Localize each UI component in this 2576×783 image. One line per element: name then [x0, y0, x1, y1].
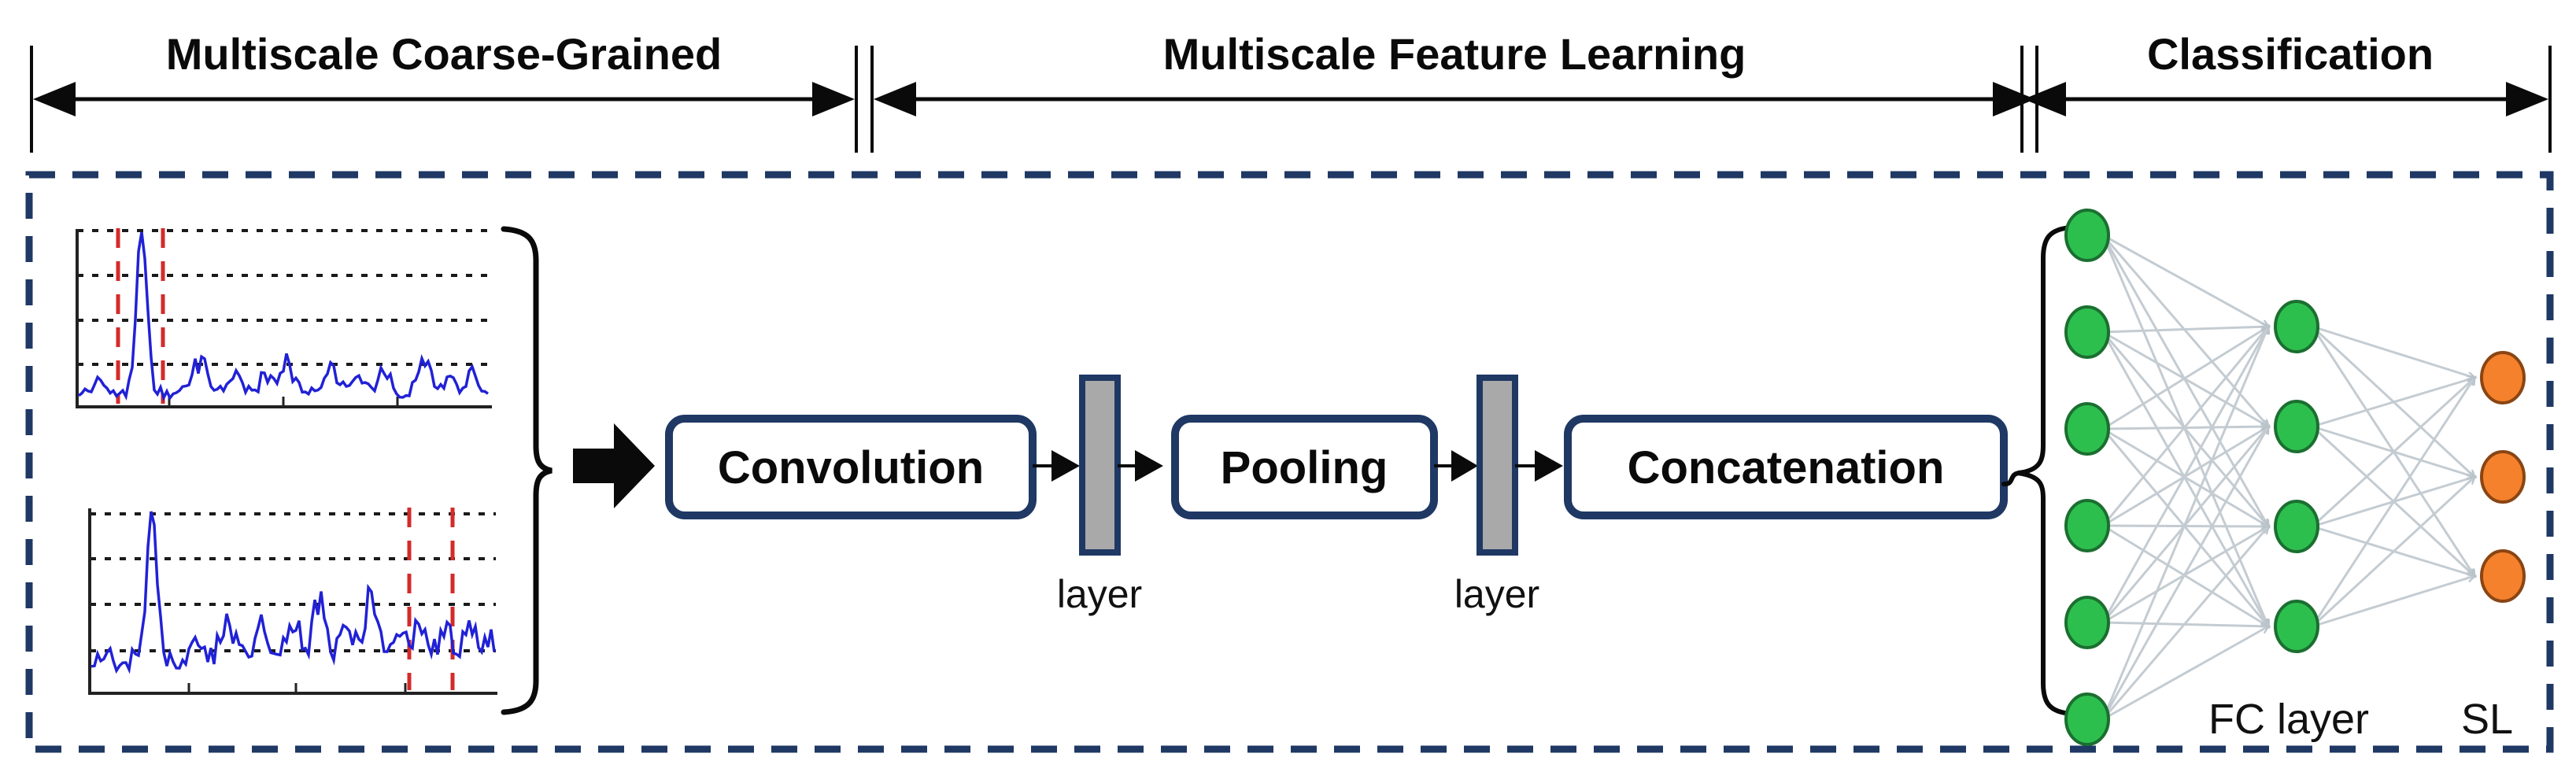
dashed-border-frame — [25, 171, 2554, 753]
link-input-to-hidden — [2101, 331, 2268, 626]
link-input-to-hidden — [2101, 327, 2268, 526]
flow-arrow-pooling-to-layer2 — [1434, 450, 1478, 482]
link-input-to-hidden — [2102, 331, 2268, 427]
stage-header-multiscale-feature-learning: Multiscale Feature Learning — [870, 29, 2038, 153]
link-input-to-hidden — [2101, 235, 2268, 526]
stage-label: Multiscale Coarse-Grained — [166, 29, 722, 79]
arrowhead-left — [2023, 82, 2066, 116]
sl-label: SL — [2461, 696, 2513, 743]
input-neuron — [2064, 693, 2110, 746]
pooling-layer-bar — [1476, 375, 1518, 556]
arrowhead-right — [812, 82, 855, 116]
link-hidden-to-output — [2311, 378, 2474, 528]
link-input-to-hidden — [2102, 234, 2268, 327]
signal-plot-bottom — [88, 508, 497, 695]
plot-axes — [76, 229, 492, 408]
fc-layer-label: FC layer — [2208, 696, 2369, 743]
link-input-to-hidden — [2101, 327, 2268, 720]
link-input-to-hidden — [2101, 428, 2268, 626]
flow-arrow-conv-to-layer1 — [1033, 450, 1080, 482]
link-input-to-hidden — [2101, 427, 2268, 720]
signal-waveform — [77, 231, 490, 402]
input-neuron — [2064, 305, 2110, 359]
convolution-box: Convolution — [665, 415, 1037, 519]
convolution-label: Convolution — [718, 442, 984, 493]
input-neuron — [2064, 209, 2110, 262]
fully-connected-network — [2064, 209, 2526, 746]
hidden-neuron — [2274, 400, 2319, 453]
link-input-to-hidden — [2101, 327, 2268, 623]
link-input-to-hidden — [2102, 327, 2268, 334]
link-input-to-hidden — [2102, 427, 2268, 526]
pooling-label: Pooling — [1221, 442, 1388, 493]
input-neuron — [2064, 596, 2110, 649]
input-neuron — [2064, 499, 2110, 552]
network-input-brace — [2017, 225, 2074, 716]
concatenation-box: Concatenation — [1564, 415, 2008, 519]
stage-label: Multiscale Feature Learning — [1163, 29, 1746, 79]
concat-to-network-link — [2001, 471, 2022, 486]
hidden-neuron — [2274, 300, 2319, 353]
flow-arrow-layer1-to-pooling — [1118, 450, 1163, 482]
output-neuron — [2480, 351, 2526, 404]
stage-label: Classification — [2147, 29, 2434, 79]
input-neuron — [2064, 402, 2110, 456]
stage-header-multiscale-coarse-grained: Multiscale Coarse-Grained — [30, 29, 858, 153]
arrowhead-right — [2506, 82, 2548, 116]
link-hidden-to-output — [2312, 576, 2474, 628]
plots-group-brace — [501, 226, 553, 715]
conv-layer-caption: layer — [1057, 572, 1142, 616]
link-hidden-to-output — [2311, 378, 2474, 627]
link-input-to-hidden — [2102, 524, 2268, 626]
link-hidden-to-output — [2312, 378, 2474, 428]
conv-layer-bar — [1079, 375, 1121, 556]
link-input-to-hidden — [2101, 526, 2268, 720]
link-input-to-hidden — [2102, 626, 2268, 721]
link-input-to-hidden — [2101, 331, 2268, 526]
pooling-box: Pooling — [1171, 415, 1438, 519]
output-neuron — [2480, 549, 2526, 603]
hidden-neuron — [2274, 500, 2319, 553]
arrowhead-right — [1993, 82, 2035, 116]
signal-waveform — [91, 511, 496, 674]
link-input-to-hidden — [2102, 327, 2268, 430]
concatenation-label: Concatenation — [1628, 442, 1945, 493]
link-hidden-to-output — [2311, 477, 2474, 628]
pooling-layer-caption: layer — [1454, 572, 1539, 616]
arrowhead-left — [33, 82, 76, 116]
flow-arrow-layer2-to-concatenation — [1515, 450, 1563, 482]
link-hidden-to-output — [2312, 325, 2474, 378]
arrowhead-left — [874, 82, 916, 116]
signal-plot-top — [76, 228, 492, 408]
block-arrow — [573, 423, 655, 508]
plot-axes — [88, 508, 497, 695]
output-neuron — [2480, 450, 2526, 504]
stage-header-classification: Classification — [2020, 29, 2552, 153]
hidden-neuron — [2274, 600, 2319, 653]
